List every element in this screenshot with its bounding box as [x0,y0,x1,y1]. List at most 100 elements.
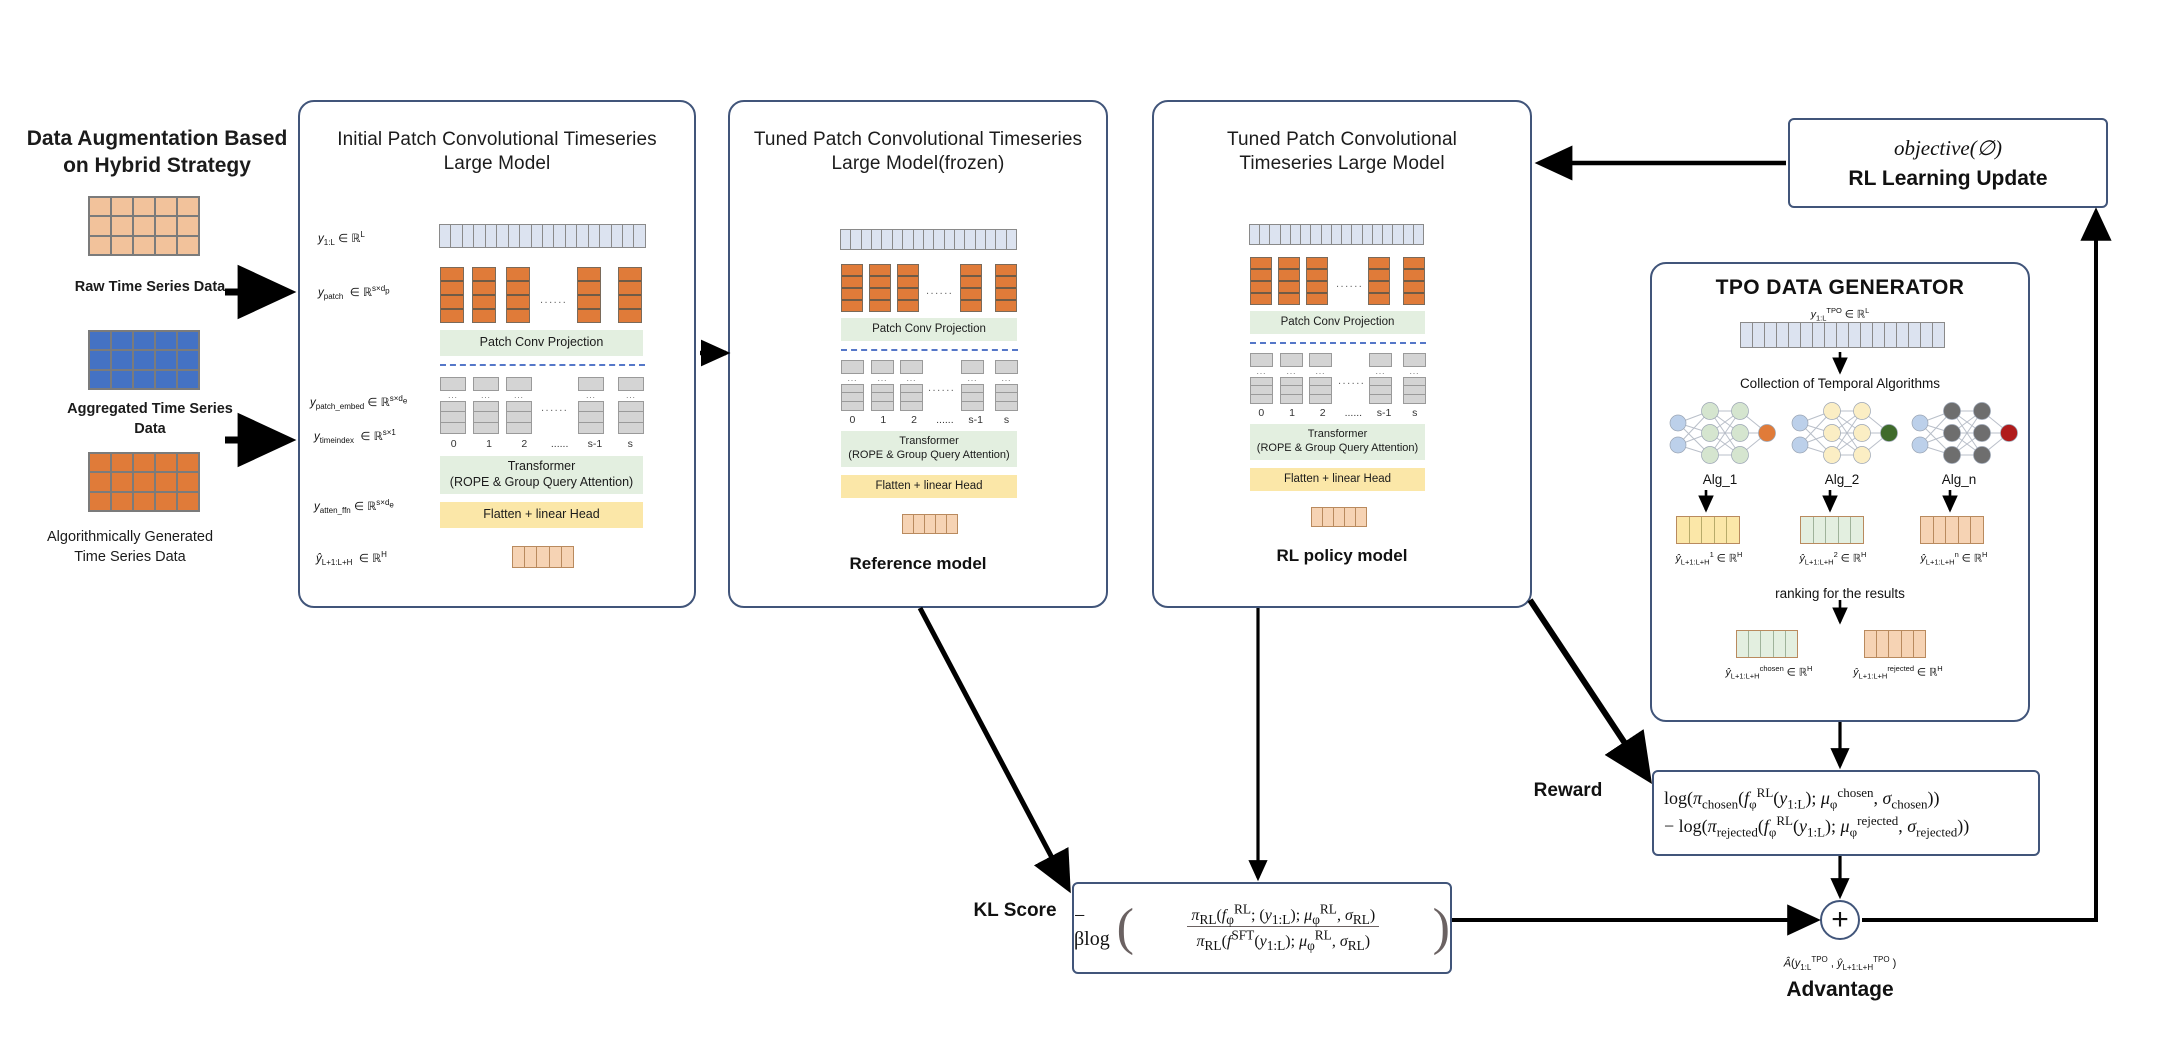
kl-paren-right: ) [1432,898,1450,956]
policy-model-footer: RL policy model [1276,546,1408,565]
cell [542,225,554,247]
grid-cell [156,217,176,235]
cell [1897,323,1908,347]
cell [1837,323,1848,347]
embed-column: ... [578,372,604,434]
embed-cell [474,423,498,433]
patch-conv-projection-band: Patch Conv Projection [1250,311,1425,334]
cell [1933,517,1946,543]
embed-body [473,400,499,434]
grid-cell [90,332,110,350]
ranking-label: ranking for the results [1775,586,1905,601]
cell [1741,323,1752,347]
rl-learning-update-card[interactable]: objective(∅) RL Learning Update [1788,118,2108,208]
cell [934,230,944,249]
tpo-data-generator-card[interactable]: TPO DATA GENERATOR y1:LTPO ∈ ℝL Collecti… [1650,262,2030,722]
cell [507,281,529,295]
aggregated-time-series-caption: Aggregated Time Series Data [67,401,233,437]
cell [1801,323,1812,347]
embed-cell [579,412,603,423]
cell [1946,517,1958,543]
neural-network-icon [1911,402,2018,464]
embed-body [578,400,604,434]
cell [1971,517,1983,543]
embed-cell [901,384,922,393]
grid-cell [134,332,154,350]
cell [588,225,600,247]
embed-column: ... [1250,348,1273,404]
embed-top-cell [618,376,644,391]
cell [870,265,890,276]
time-index-tick: ...... [936,414,954,426]
embed-body [871,383,894,411]
cell [1250,225,1260,244]
initial-model-card[interactable]: Initial Patch Convolutional Timeseries L… [298,100,696,608]
patch-conv-projection-band: Patch Conv Projection [841,318,1017,341]
raw-time-series-caption: Raw Time Series Data [74,279,226,295]
cell [1279,269,1299,281]
embed-cell [1281,377,1302,386]
grid-cell [156,473,176,491]
input-sequence-bar [1249,224,1424,245]
cell [1689,517,1702,543]
collection-of-temporal-algorithms-label: Collection of Temporal Algorithms [1739,376,1941,391]
cell [462,225,474,247]
embed-body [506,400,532,434]
embed-cell [996,402,1017,410]
grid-cell [112,198,132,216]
patch-column [577,267,601,323]
math-label-atten-ffn: yatten_ffn ∈ ℝs×de [314,498,394,516]
cell [898,288,918,300]
cell [975,230,986,249]
embed-body [900,383,923,411]
cell [925,515,935,533]
cell [549,547,561,567]
cell [1331,225,1342,244]
embed-cell [1404,386,1425,395]
patch-column [960,264,982,312]
cell [1369,258,1389,269]
cell [961,300,981,311]
embed-body [841,383,864,411]
reference-model-card[interactable]: Tuned Patch Convolutional Timeseries Lar… [728,100,1108,608]
embed-body [961,383,984,411]
cell [1777,323,1788,347]
cell [474,225,485,247]
embed-dots: ... [514,391,524,400]
cell [1909,323,1920,347]
grid-cell [178,473,198,491]
embed-dots: ... [1409,367,1420,376]
cell [898,300,918,311]
embed-dots: ... [847,374,858,383]
embed-cell [1404,377,1425,386]
math-label-timeindex: ytimeindex ∈ ℝs×1 [314,428,396,446]
cell [1913,631,1926,657]
grid-cell [156,198,176,216]
embed-top-cell [473,376,499,391]
cell [961,288,981,300]
alg-1-output-math: ŷL+1:L+H1 ∈ ℝH [1675,550,1743,567]
embed-cell [901,402,922,410]
cell [870,276,890,288]
grid-cell [178,198,198,216]
transformer-line2: (ROPE & Group Query Attention) [848,449,1010,461]
alg-n-output-math: ŷL+1:L+Hn ∈ ℝH [1920,550,1988,567]
embed-cell [1404,395,1425,403]
cell [1873,323,1884,347]
augmentation-title: Data Augmentation Based on Hybrid Strate… [26,127,288,178]
transformer-line1: Transformer [899,435,959,448]
patch-ellipsis: ...... [926,285,954,297]
policy-model-card[interactable]: Tuned Patch Convolutional Timeseries Lar… [1152,100,1532,608]
cell [485,225,497,247]
cell [1801,517,1813,543]
reward-formula-box[interactable]: log(πchosen(fφRL(y1:L); μφchosen, σchose… [1652,770,2040,856]
alg-2-label: Alg_2 [1824,472,1860,487]
math-label-patch-embed: ypatch_embed ∈ ℝs×de [310,394,408,412]
cell [1280,225,1290,244]
cell [996,265,1016,276]
cell [1290,225,1301,244]
kl-formula-box[interactable]: − βlog ( πRL(fφRL; (y1:L); μφRL, σRL) πR… [1072,882,1452,974]
time-index-tick: 1 [1289,407,1295,419]
patch-column [506,267,530,323]
